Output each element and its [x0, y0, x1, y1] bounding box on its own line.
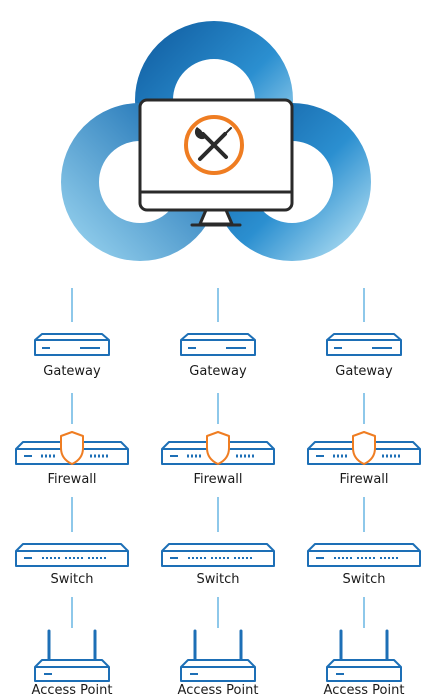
access-point-label: Access Point [178, 683, 259, 697]
shield-icon [60, 431, 84, 465]
access-point-icon [326, 629, 402, 682]
gateway-icon [180, 333, 256, 356]
shield-icon [206, 431, 230, 465]
switch-label: Switch [51, 572, 94, 587]
access-point-label: Access Point [324, 683, 405, 697]
gateway-icon [326, 333, 402, 356]
firewall-label: Firewall [339, 472, 388, 487]
access-point-label: Access Point [32, 683, 113, 697]
wrench-screwdriver-icon [184, 115, 244, 175]
gateway-label: Gateway [43, 364, 101, 379]
switch-icon [15, 543, 129, 567]
firewall-label: Firewall [193, 472, 242, 487]
switch-icon [161, 543, 275, 567]
switch-label: Switch [343, 572, 386, 587]
gateway-label: Gateway [335, 364, 393, 379]
shield-icon [352, 431, 376, 465]
switch-icon [307, 543, 421, 567]
gateway-icon [34, 333, 110, 356]
access-point-icon [34, 629, 110, 682]
gateway-label: Gateway [189, 364, 247, 379]
access-point-icon [180, 629, 256, 682]
switch-label: Switch [197, 572, 240, 587]
firewall-label: Firewall [47, 472, 96, 487]
